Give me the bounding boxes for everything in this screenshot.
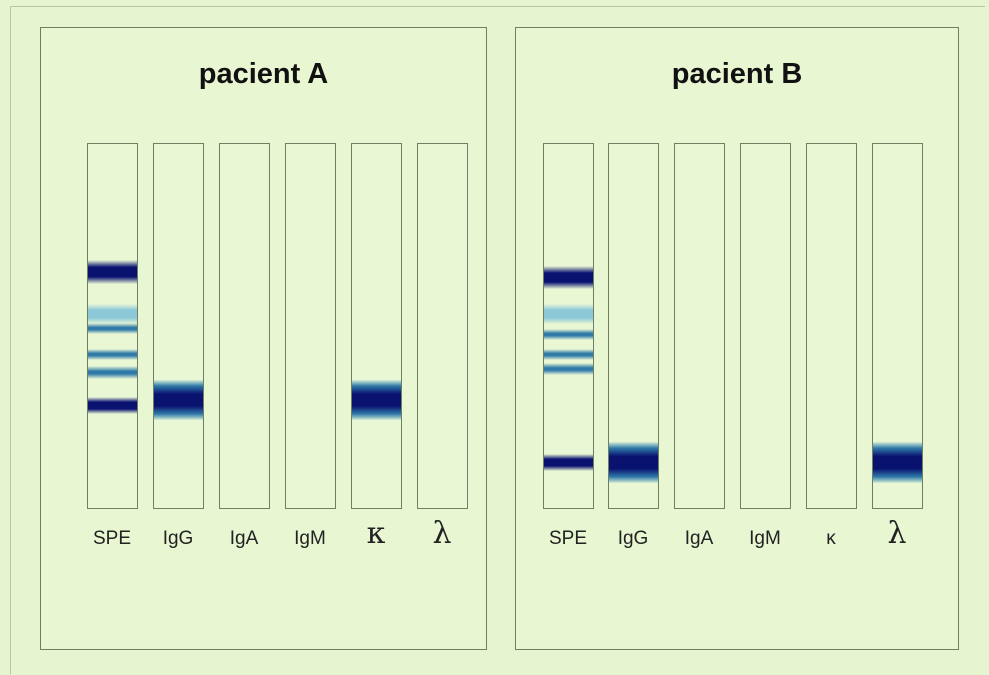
gel-band bbox=[88, 348, 137, 360]
panel-patient-a: pacient A SPE IgG IgA IgM κ λ bbox=[40, 27, 487, 650]
gel-lane-SPE bbox=[87, 143, 138, 509]
lane-label: λ bbox=[887, 516, 907, 551]
gel-band bbox=[544, 328, 593, 340]
lane-label: IgG bbox=[162, 528, 194, 549]
gel-lane-IgA bbox=[674, 143, 725, 509]
gel-lane-κ bbox=[806, 143, 857, 509]
gel-band bbox=[544, 348, 593, 360]
lane-label: IgM bbox=[294, 528, 326, 549]
gel-band bbox=[609, 442, 658, 483]
gel-band bbox=[88, 366, 137, 380]
lane-label: IgA bbox=[684, 528, 714, 549]
gel-band bbox=[88, 323, 137, 335]
gel-band bbox=[544, 265, 593, 290]
lane-label: SPE bbox=[92, 528, 132, 549]
gel-band bbox=[544, 454, 593, 471]
gel-band bbox=[544, 304, 593, 325]
gel-band bbox=[154, 380, 203, 421]
lane-label: IgM bbox=[749, 528, 781, 549]
gel-lane-κ bbox=[351, 143, 402, 509]
lane-label: κ bbox=[826, 528, 836, 549]
lane-label: IgA bbox=[229, 528, 259, 549]
gel-lane-λ bbox=[417, 143, 468, 509]
gel-band bbox=[352, 380, 401, 421]
gel-lane-IgM bbox=[740, 143, 791, 509]
lane-label: IgG bbox=[617, 528, 649, 549]
panel-patient-b: pacient B SPE IgG IgA IgM κ λ bbox=[515, 27, 959, 650]
gel-band bbox=[544, 362, 593, 376]
gel-band bbox=[88, 304, 137, 325]
gel-lane-IgA bbox=[219, 143, 270, 509]
gel-band bbox=[88, 397, 137, 414]
panel-title: pacient A bbox=[198, 58, 329, 90]
gel-lane-SPE bbox=[543, 143, 594, 509]
gel-lane-IgG bbox=[153, 143, 204, 509]
gel-lane-IgM bbox=[285, 143, 336, 509]
lane-label: SPE bbox=[548, 528, 588, 549]
panel-title: pacient B bbox=[671, 58, 803, 90]
lane-label: λ bbox=[432, 516, 452, 551]
gel-band bbox=[873, 442, 922, 483]
gel-lane-λ bbox=[872, 143, 923, 509]
gel-band bbox=[88, 260, 137, 284]
figure-frame bbox=[10, 6, 985, 674]
lane-label: κ bbox=[366, 516, 386, 551]
gel-lane-IgG bbox=[608, 143, 659, 509]
